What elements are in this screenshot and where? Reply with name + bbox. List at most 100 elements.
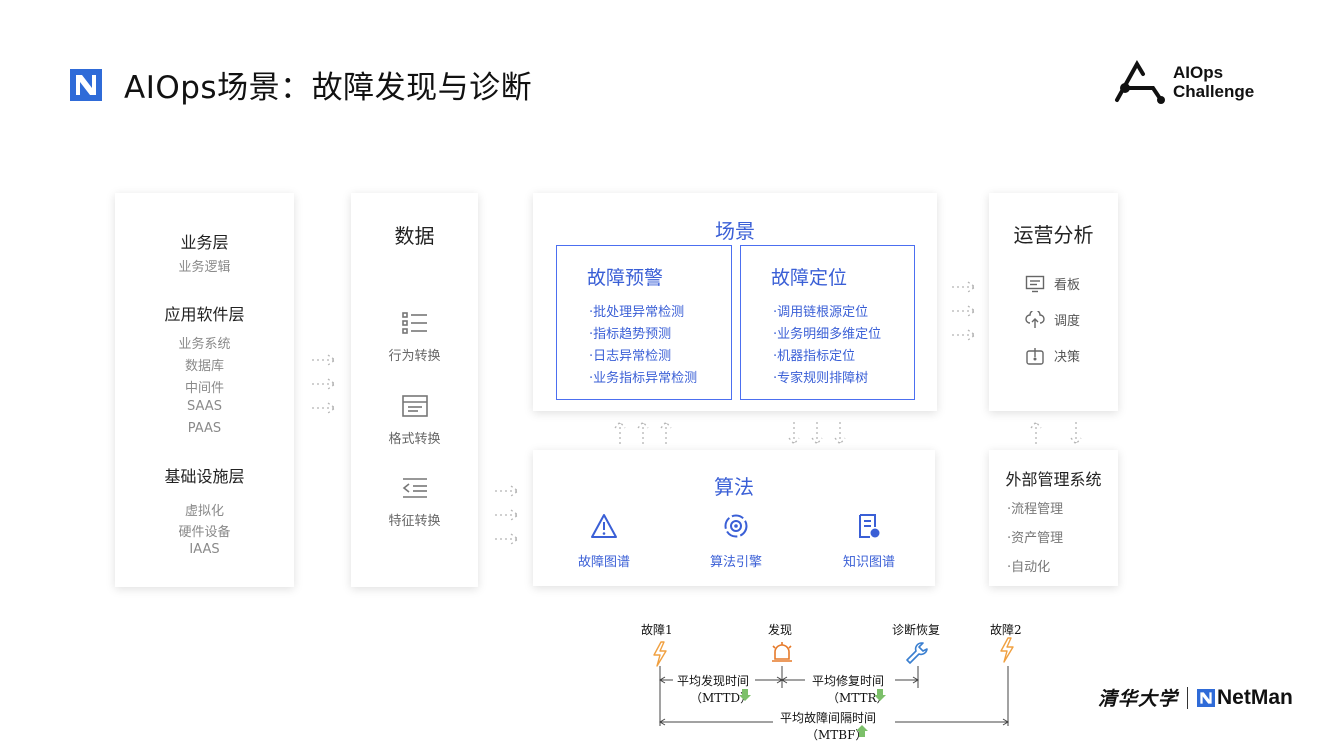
layers-card: 业务层 业务逻辑 应用软件层 业务系统 数据库 中间件 SAAS PAAS 基础… bbox=[115, 193, 294, 587]
warning-item: ·指标趋势预测 bbox=[589, 327, 672, 342]
decision-icon bbox=[1026, 347, 1044, 365]
netman-small-logo-icon bbox=[1197, 688, 1216, 707]
algorithm-item: 算法引擎 bbox=[676, 513, 796, 570]
data-item-label: 行为转换 bbox=[388, 349, 441, 364]
mttd-label: 平均发现时间 bbox=[677, 674, 750, 688]
external-item: ·流程管理 bbox=[1007, 502, 1064, 517]
algorithm-title: 算法 bbox=[714, 475, 754, 499]
ops-item-label: 调度 bbox=[1054, 314, 1081, 329]
cloud-upload-icon bbox=[1025, 310, 1045, 328]
warning-item: ·日志异常检测 bbox=[589, 349, 672, 364]
locate-item: ·机器指标定位 bbox=[773, 349, 856, 364]
detect-label: 发现 bbox=[768, 623, 793, 637]
layer-item: 业务逻辑 bbox=[178, 260, 231, 275]
document-icon bbox=[401, 395, 428, 417]
divider bbox=[1187, 686, 1189, 709]
ops-item-label: 决策 bbox=[1054, 350, 1081, 365]
fault-locate-box: 故障定位 ·调用链根源定位 ·业务明细多维定位 ·机器指标定位 ·专家规则排障树 bbox=[740, 245, 915, 400]
fault-warning-box: 故障预警 ·批处理异常检测 ·指标趋势预测 ·日志异常检测 ·业务指标异常检测 bbox=[556, 245, 732, 400]
down-arrow-icon bbox=[739, 689, 751, 701]
engine-icon bbox=[724, 514, 748, 538]
mtbf-abbr: （MTBF） bbox=[806, 728, 868, 742]
flow-arrows-right bbox=[312, 354, 337, 414]
netman-logo-icon bbox=[70, 68, 102, 101]
down-arrow-icon bbox=[874, 689, 886, 701]
list-icon bbox=[401, 312, 427, 334]
title-bar: AIOps场景：故障发现与诊断 bbox=[70, 62, 532, 107]
scenario-title: 场景 bbox=[715, 219, 755, 243]
knowledge-doc-icon bbox=[859, 514, 880, 538]
algorithm-item-label: 算法引擎 bbox=[709, 555, 762, 570]
layer-item: 业务系统 bbox=[178, 337, 231, 352]
logo-line2: Challenge bbox=[1173, 82, 1255, 101]
flow-arrows-right bbox=[495, 485, 520, 545]
aiops-challenge-logo: AIOps Challenge bbox=[1113, 58, 1254, 106]
infra-layer-title: 基础设施层 bbox=[164, 467, 245, 486]
fault1-label: 故障1 bbox=[641, 623, 673, 637]
indent-list-icon bbox=[402, 478, 427, 498]
timeline-lines bbox=[659, 666, 1009, 726]
up-arrow-icon bbox=[856, 725, 868, 737]
data-item: 格式转换 bbox=[351, 394, 478, 447]
ops-title: 运营分析 bbox=[1013, 223, 1094, 247]
warning-item: ·业务指标异常检测 bbox=[589, 371, 698, 386]
fault2-label: 故障2 bbox=[990, 623, 1022, 637]
locate-item: ·业务明细多维定位 bbox=[773, 327, 882, 342]
mttr-abbr: （MTTR） bbox=[827, 691, 889, 705]
data-card: 数据 行为转换 格式转换 bbox=[351, 193, 478, 587]
locate-item: ·调用链根源定位 bbox=[773, 305, 869, 320]
data-title: 数据 bbox=[394, 224, 435, 248]
ops-item-dashboard: 看板 bbox=[1025, 274, 1080, 293]
external-item: ·资产管理 bbox=[1007, 531, 1064, 546]
algorithm-card: 算法 故障图谱 算法引擎 知识图谱 bbox=[533, 450, 935, 586]
algorithm-item: 知识图谱 bbox=[809, 513, 929, 570]
page-title: AIOps场景：故障发现与诊断 bbox=[124, 70, 533, 106]
warning-triangle-icon bbox=[591, 514, 617, 538]
layer-item: PAAS bbox=[187, 421, 222, 436]
mttd-abbr: （MTTD） bbox=[690, 691, 753, 705]
external-item: ·自动化 bbox=[1007, 560, 1051, 575]
ops-card: 运营分析 看板 调度 决策 bbox=[989, 193, 1118, 411]
alarm-icon bbox=[772, 642, 792, 662]
layer-item: IAAS bbox=[189, 542, 220, 557]
data-item-label: 格式转换 bbox=[388, 432, 441, 447]
footer-brand: 清华大学 NetMan bbox=[1098, 684, 1293, 711]
layer-item: 硬件设备 bbox=[178, 525, 231, 540]
layer-item: 数据库 bbox=[184, 359, 224, 374]
algorithm-item-label: 故障图谱 bbox=[577, 555, 630, 570]
external-card: 外部管理系统 ·流程管理 ·资产管理 ·自动化 bbox=[989, 450, 1118, 586]
wrench-icon bbox=[906, 642, 928, 664]
business-layer-title: 业务层 bbox=[180, 233, 229, 252]
diagnose-label: 诊断恢复 bbox=[892, 623, 941, 637]
ops-item-schedule: 调度 bbox=[1025, 310, 1080, 329]
flow-arrows-right bbox=[952, 281, 977, 341]
dashboard-icon bbox=[1025, 275, 1045, 292]
flow-arrows-vertical bbox=[1030, 420, 1082, 446]
aiops-logo-icon bbox=[1115, 60, 1165, 104]
logo-line1: AIOps bbox=[1173, 63, 1224, 82]
data-item-label: 特征转换 bbox=[388, 514, 441, 529]
algorithm-item-label: 知识图谱 bbox=[842, 555, 895, 570]
scenario-card: 场景 故障预警 ·批处理异常检测 ·指标趋势预测 ·日志异常检测 ·业务指标异常… bbox=[533, 193, 937, 411]
layer-item: 虚拟化 bbox=[184, 504, 224, 519]
external-title: 外部管理系统 bbox=[1005, 470, 1102, 489]
layer-item: 中间件 bbox=[184, 381, 224, 396]
lightning-icon bbox=[1000, 637, 1014, 663]
university-logo: 清华大学 bbox=[1098, 688, 1179, 710]
flow-arrows-up bbox=[614, 420, 672, 444]
fault-warning-title: 故障预警 bbox=[587, 267, 664, 289]
mtbf-label: 平均故障间隔时间 bbox=[780, 711, 877, 725]
algorithm-item: 故障图谱 bbox=[544, 513, 664, 570]
warning-item: ·批处理异常检测 bbox=[589, 305, 685, 320]
layer-item: SAAS bbox=[187, 399, 222, 414]
data-item: 行为转换 bbox=[351, 311, 478, 364]
lightning-icon bbox=[653, 641, 667, 667]
netman-brand-text: NetMan bbox=[1217, 685, 1293, 709]
app-layer-title: 应用软件层 bbox=[164, 305, 245, 324]
locate-item: ·专家规则排障树 bbox=[773, 371, 869, 386]
ops-item-decision: 决策 bbox=[1025, 346, 1080, 365]
data-item: 特征转换 bbox=[351, 476, 478, 529]
fault-locate-title: 故障定位 bbox=[771, 267, 848, 289]
ops-item-label: 看板 bbox=[1054, 278, 1081, 293]
flow-arrows-down bbox=[788, 422, 846, 446]
